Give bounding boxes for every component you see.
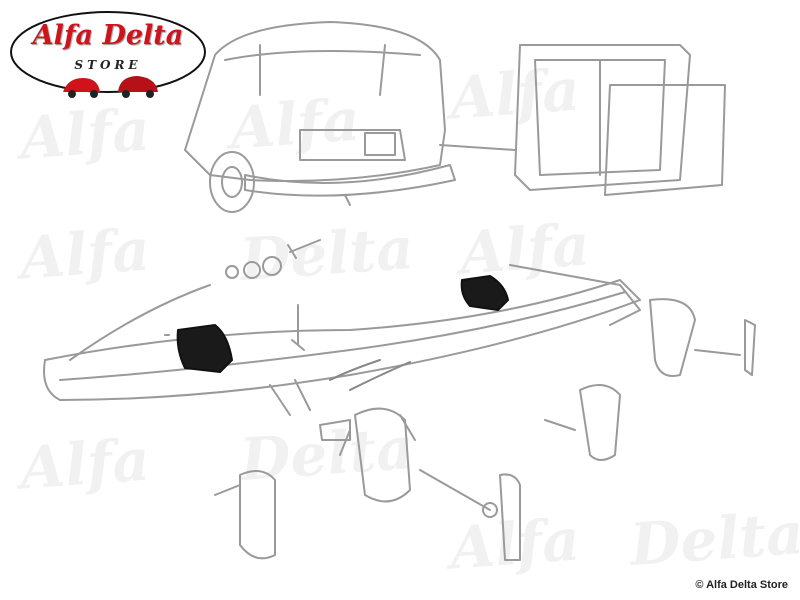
bumper-assembly bbox=[43, 264, 641, 416]
license-plate-frame bbox=[439, 44, 726, 196]
car-rear-illustration bbox=[184, 21, 456, 213]
fasteners bbox=[214, 239, 741, 518]
copyright-notice: © Alfa Delta Store bbox=[695, 579, 788, 591]
rubber-pad-right bbox=[460, 275, 509, 311]
alfa-delta-store-logo: Alfa Delta STORE bbox=[8, 6, 208, 102]
bumper-brackets bbox=[239, 298, 756, 561]
logo-subtitle: STORE bbox=[74, 58, 142, 72]
logo-title: Alfa Delta bbox=[32, 20, 184, 51]
rubber-pad-left bbox=[176, 324, 233, 373]
